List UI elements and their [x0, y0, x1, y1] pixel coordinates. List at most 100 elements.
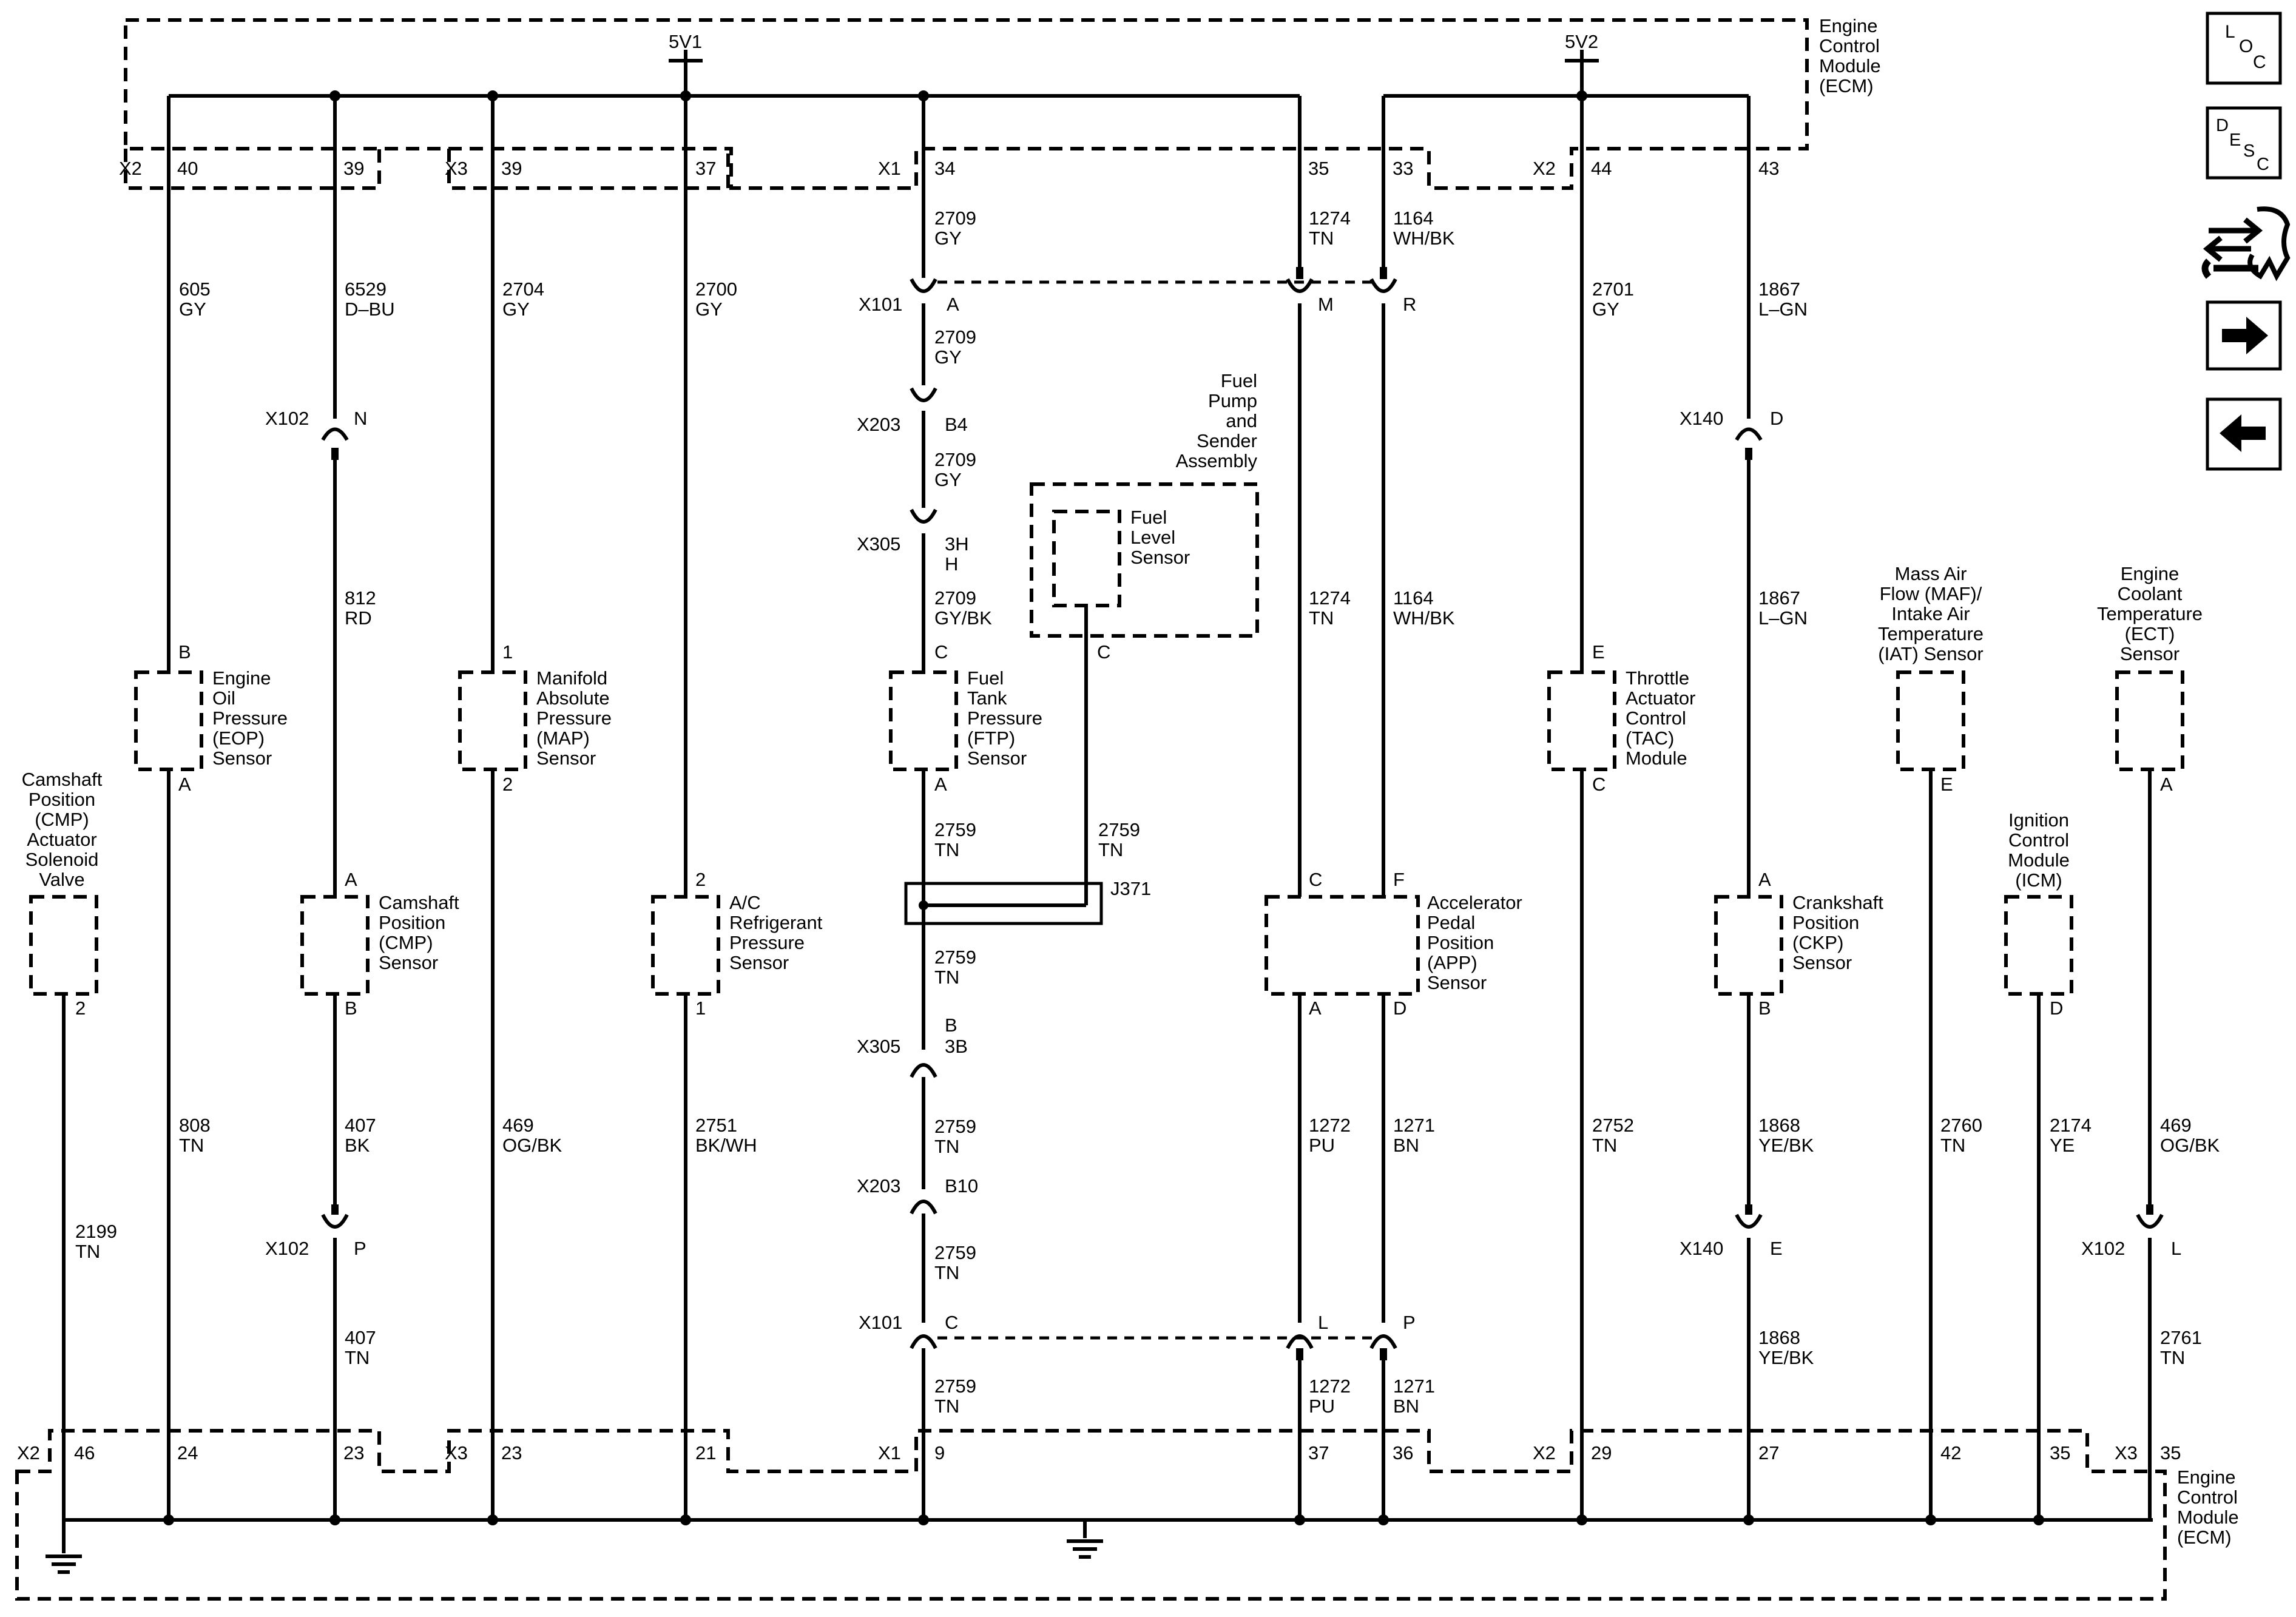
icm-label-4: (ICM): [2015, 869, 2062, 891]
cmp-label-3: (CMP): [379, 932, 433, 953]
wire-2701-num: 2701: [1592, 279, 1634, 300]
wire-2174-color: YE: [2050, 1135, 2075, 1156]
ftp-label-5: Sensor: [967, 748, 1027, 769]
bottom-pin-29: 29: [1591, 1442, 1612, 1463]
wire-1274b-color: TN: [1309, 607, 1334, 629]
fuel-level-label-2: Level: [1130, 527, 1175, 548]
fuel-level-label-3: Sensor: [1130, 547, 1190, 568]
wire-2709d-num: 2709: [934, 587, 976, 609]
wire-2709b-color: GY: [934, 346, 962, 368]
tac-label-5: Module: [1626, 748, 1687, 769]
map-label-2: Absolute: [536, 687, 610, 709]
wire-1868b-color: YE/BK: [1758, 1347, 1814, 1368]
fuel-level-label-1: Fuel: [1130, 507, 1167, 528]
wire-1164a-color: WH/BK: [1393, 228, 1455, 249]
wire-407a-color: BK: [345, 1135, 370, 1156]
icm-label-1: Ignition: [2008, 809, 2069, 831]
wire-2759d-num: 2759: [934, 1116, 976, 1137]
cmp-label-2: Position: [379, 912, 445, 933]
app-label-1: Accelerator: [1427, 892, 1522, 913]
wire-1868a-num: 1868: [1758, 1115, 1800, 1136]
wire-1867a-color: L–GN: [1758, 299, 1808, 320]
wire-2701-color: GY: [1592, 299, 1619, 320]
fuel-pump-label-2: Pump: [1208, 390, 1257, 411]
loc-letter-l: L: [2225, 22, 2235, 42]
harness-wrench-icon[interactable]: [2201, 206, 2291, 282]
arrow-left-icon[interactable]: [2206, 397, 2282, 471]
ecm-bottom-label-2: Control: [2177, 1487, 2238, 1508]
wire-1272a-color: PU: [1309, 1135, 1335, 1156]
top-pin-34: 34: [934, 158, 955, 179]
inline-connector-labels: X101 A M R X203 B4 X305 3H H X102 N X140…: [265, 294, 2181, 1333]
loc-letter-c: C: [2253, 52, 2266, 72]
desc-button[interactable]: D E S C: [2206, 106, 2282, 180]
ac-pin-bottom: 1: [695, 998, 706, 1019]
cmp-valve-label-5: Solenoid: [25, 849, 99, 870]
wire-469a-color: OG/BK: [502, 1135, 562, 1156]
app-label-5: Sensor: [1427, 972, 1487, 993]
top-conn-x2b: X2: [1533, 158, 1556, 179]
wire-2704-color: GY: [502, 299, 530, 320]
fuel-pump-label-1: Fuel: [1221, 370, 1257, 391]
eop-pin-top: B: [178, 641, 191, 663]
wire-1868b-num: 1868: [1758, 1327, 1800, 1348]
tac-label-1: Throttle: [1626, 667, 1689, 689]
wire-1271a-num: 1271: [1393, 1115, 1435, 1136]
bottom-connector-labels: X2 46 24 23 X3 23 21 X1 9 37 36 X2 29 27…: [17, 1442, 2181, 1463]
top-pin-33: 33: [1393, 158, 1413, 179]
loc-button[interactable]: L O C: [2206, 12, 2282, 85]
wire-2700-color: GY: [695, 299, 723, 320]
wire-2752-num: 2752: [1592, 1115, 1634, 1136]
bottom-pin-35b: 35: [2160, 1442, 2181, 1463]
supply-5v1: 5V1: [669, 31, 702, 52]
maf-pin: E: [1940, 774, 1953, 795]
fuel-pump-label-5: Assembly: [1176, 450, 1258, 471]
bottom-conn-x1: X1: [878, 1442, 901, 1463]
x101a-name: X101: [859, 294, 902, 315]
ecm-top-label-3: Module: [1819, 55, 1881, 76]
desc-letter-s: S: [2243, 141, 2255, 161]
wire-2704-num: 2704: [502, 279, 544, 300]
ftp-pin-bottom: A: [934, 774, 947, 795]
wire-2709b-num: 2709: [934, 326, 976, 348]
supply-5v2: 5V2: [1565, 31, 1598, 52]
wire-6529-num: 6529: [345, 279, 387, 300]
wire-2759f-color: TN: [934, 1396, 959, 1417]
wire-1274a-num: 1274: [1309, 208, 1351, 229]
x101-dashed-lines: [937, 280, 1374, 1340]
app-pin-c: C: [1309, 869, 1322, 890]
wire-2199-color: TN: [75, 1241, 100, 1262]
x140e-pin: E: [1770, 1238, 1783, 1259]
cmp-valve-label-4: Actuator: [27, 829, 96, 850]
bottom-pin-24: 24: [177, 1442, 198, 1463]
app-label-2: Pedal: [1427, 912, 1475, 933]
bottom-conn-x3a: X3: [445, 1442, 468, 1463]
tac-label-2: Actuator: [1626, 687, 1695, 709]
cmp-pin-bottom: B: [345, 998, 357, 1019]
fuel-pump-label-3: and: [1226, 410, 1257, 431]
ecm-bottom-label-3: Module: [2177, 1507, 2239, 1528]
maf-label-3: Intake Air: [1891, 603, 1970, 624]
wire-2760-color: TN: [1940, 1135, 1965, 1156]
wire-605-num: 605: [179, 279, 211, 300]
wire-469a-num: 469: [502, 1115, 534, 1136]
ftp-pin-top: C: [934, 641, 948, 663]
cmp-valve-label-3: (CMP): [35, 809, 89, 830]
x102p-pin: P: [354, 1238, 366, 1259]
wire-2751-color: BK/WH: [695, 1135, 757, 1156]
wire-2709a-num: 2709: [934, 208, 976, 229]
app-sensor: C F A D Accelerator Pedal Position (APP)…: [1264, 869, 1522, 1019]
eop-label-2: Oil: [212, 687, 235, 709]
ecm-top-label-4: (ECM): [1819, 75, 1874, 96]
arrow-right-icon[interactable]: [2206, 300, 2282, 371]
wire-605-color: GY: [179, 299, 206, 320]
app-label-3: Position: [1427, 932, 1494, 953]
x101a-pin: A: [947, 294, 959, 315]
x203b10-pin: B10: [945, 1175, 978, 1197]
x203b4-name: X203: [857, 414, 900, 435]
bottom-pin-35a: 35: [2050, 1442, 2070, 1463]
bottom-pin-23b: 23: [501, 1442, 522, 1463]
bottom-pin-21: 21: [695, 1442, 716, 1463]
app-pin-f: F: [1393, 869, 1405, 890]
maf-label-1: Mass Air: [1895, 563, 1967, 584]
